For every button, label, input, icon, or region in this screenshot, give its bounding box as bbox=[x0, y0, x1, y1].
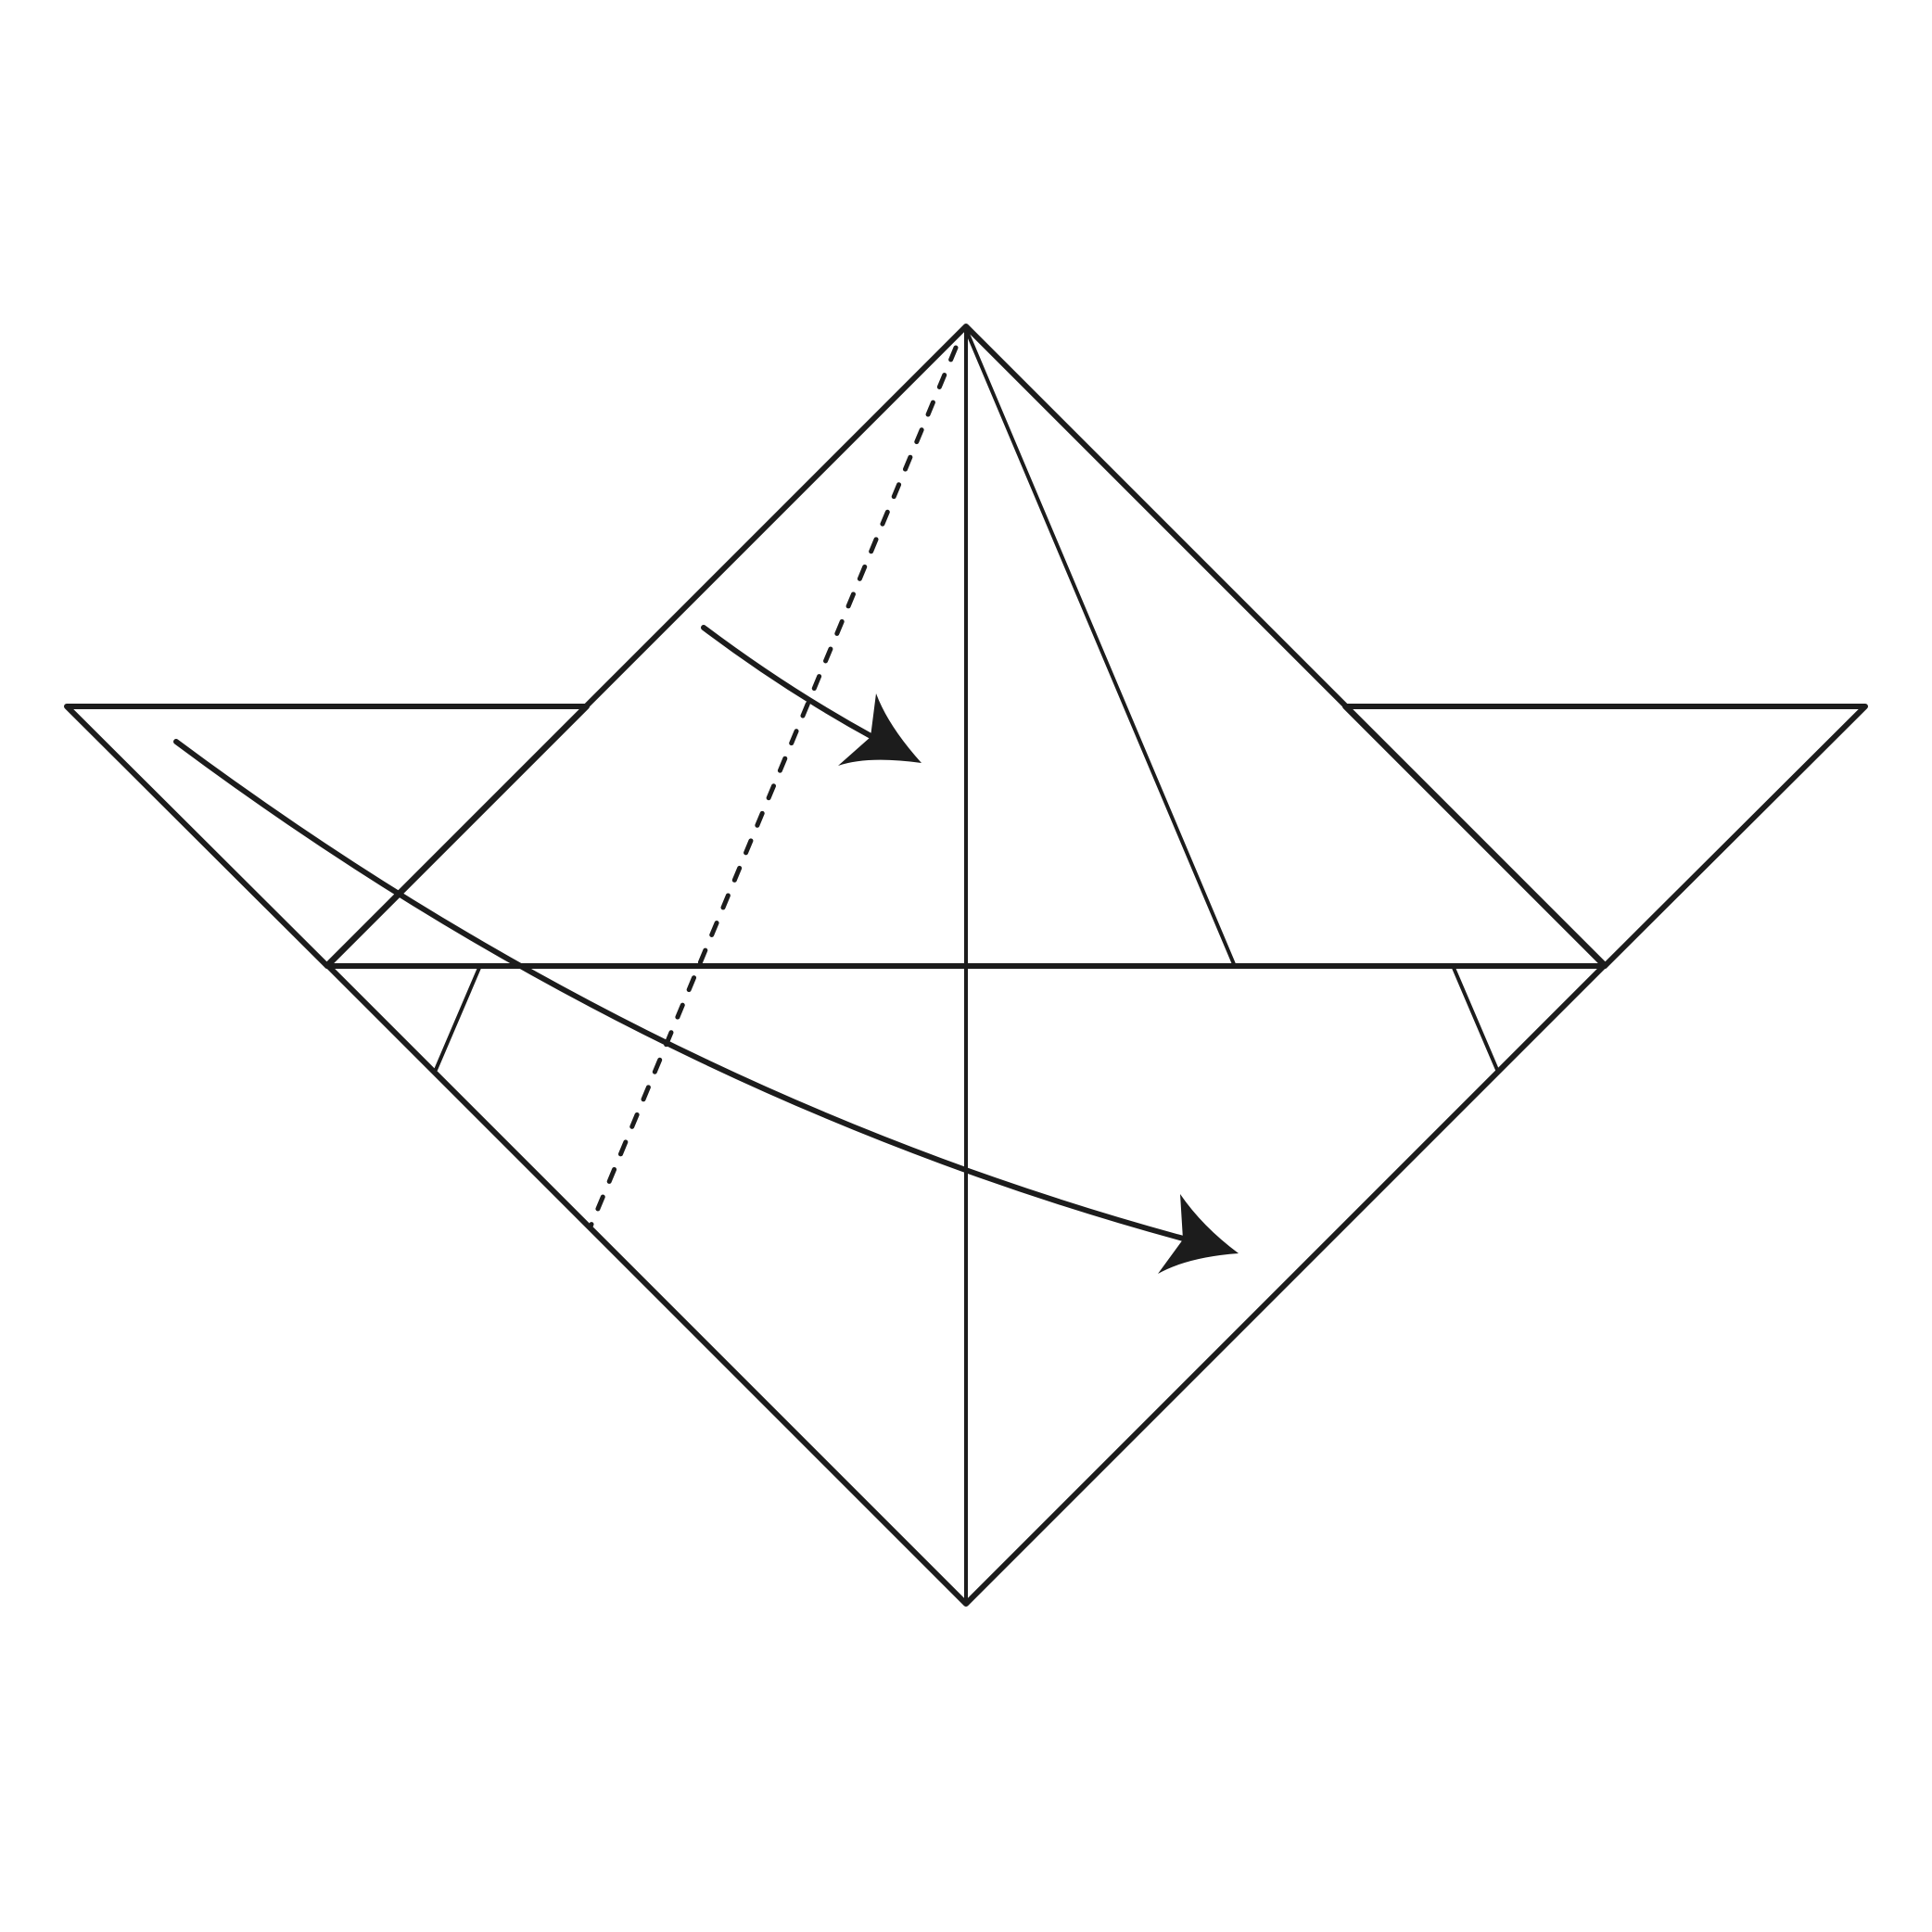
right-small-crease bbox=[1452, 966, 1499, 1072]
left-small-crease bbox=[434, 966, 481, 1072]
long-fold-arrow bbox=[173, 739, 1189, 1242]
right-diagonal-crease bbox=[966, 332, 1236, 966]
long-fold-arrowhead bbox=[1158, 1194, 1239, 1274]
short-fold-arrowhead bbox=[838, 693, 922, 766]
paper-diamond-outline bbox=[324, 324, 1608, 1607]
valley-fold-dashed-line bbox=[588, 345, 959, 1229]
short-fold-arrow bbox=[701, 625, 877, 741]
